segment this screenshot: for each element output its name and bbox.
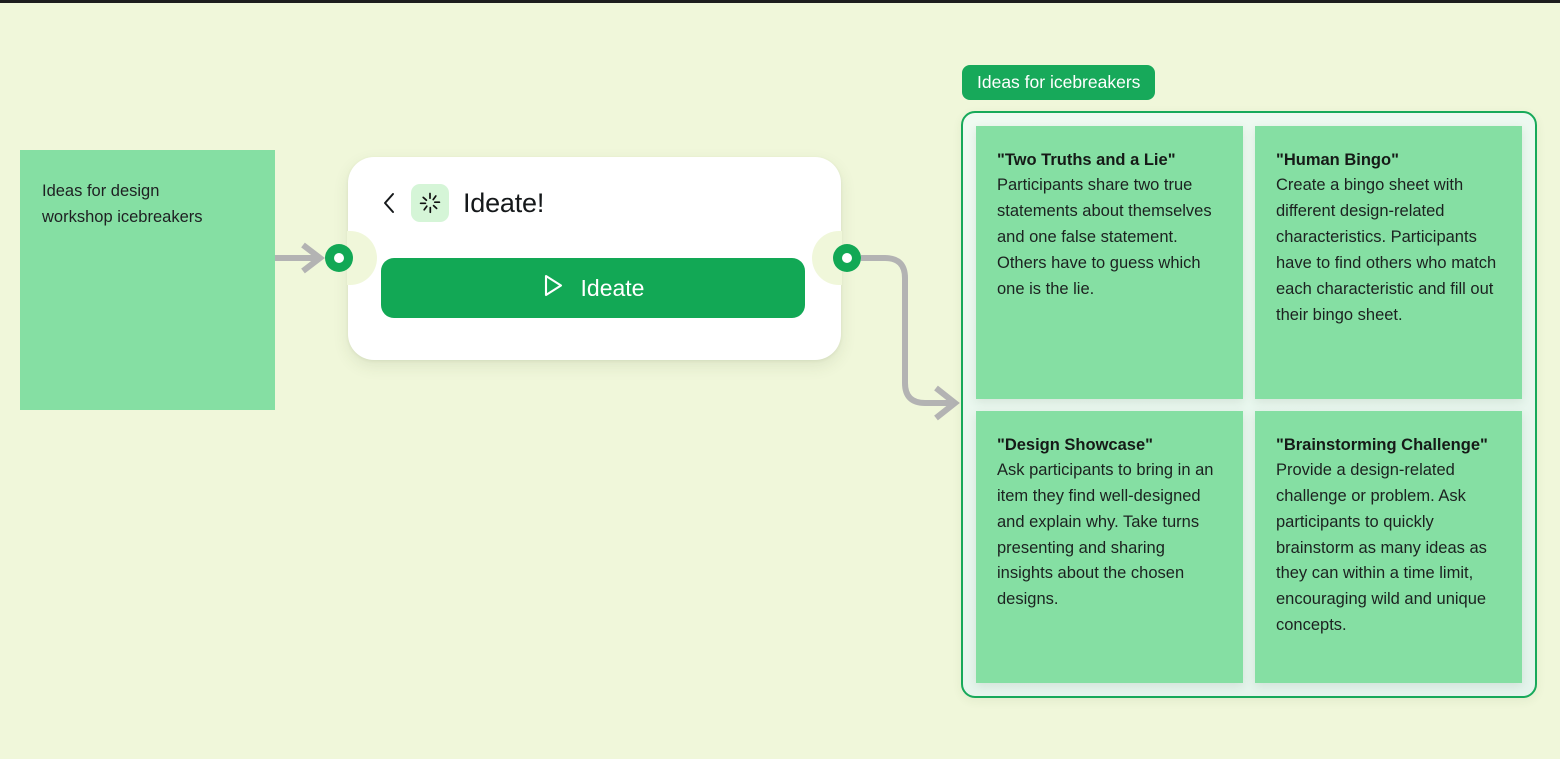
play-icon <box>542 273 565 303</box>
ideate-button-label: Ideate <box>580 274 645 301</box>
result-card-title: "Human Bingo" <box>1276 151 1399 169</box>
result-card[interactable]: "Human Bingo" Create a bingo sheet with … <box>1255 126 1522 399</box>
output-results-panel[interactable]: "Two Truths and a Lie" Participants shar… <box>961 111 1537 698</box>
result-card-body: Create a bingo sheet with different desi… <box>1276 176 1497 324</box>
output-panel-label: Ideas for icebreakers <box>962 65 1156 100</box>
result-card[interactable]: "Brainstorming Challenge" Provide a desi… <box>1255 410 1522 683</box>
wire-node-to-output <box>861 255 955 406</box>
arrowhead-input <box>301 242 325 274</box>
page-title: Ideate! <box>463 187 545 218</box>
input-note-text: Ideas for design workshop icebreakers <box>42 182 203 227</box>
sparkle-burst-icon <box>411 184 449 222</box>
result-card-title: "Design Showcase" <box>997 435 1153 454</box>
ideate-run-button[interactable]: Ideate <box>381 258 805 318</box>
top-edge-strip <box>0 0 1560 3</box>
result-card-body: Ask participants to bring in an item the… <box>997 460 1214 609</box>
card-header: Ideate! <box>381 184 544 222</box>
input-sticky-note[interactable]: Ideas for design workshop icebreakers <box>20 150 275 410</box>
chevron-left-icon[interactable] <box>381 191 397 215</box>
result-card[interactable]: "Two Truths and a Lie" Participants shar… <box>976 126 1243 399</box>
result-card-body: Participants share two true statements a… <box>997 176 1212 298</box>
output-port[interactable] <box>833 244 861 272</box>
ideate-node-card[interactable]: Ideate! Ideate <box>347 157 842 360</box>
result-card[interactable]: "Design Showcase" Ask participants to br… <box>976 410 1243 683</box>
result-card-body: Provide a design-related challenge or pr… <box>1276 460 1487 635</box>
result-card-title: "Brainstorming Challenge" <box>1276 435 1488 454</box>
input-port[interactable] <box>325 244 353 272</box>
result-card-title: "Two Truths and a Lie" <box>997 151 1176 169</box>
arrowhead-output <box>934 385 960 421</box>
